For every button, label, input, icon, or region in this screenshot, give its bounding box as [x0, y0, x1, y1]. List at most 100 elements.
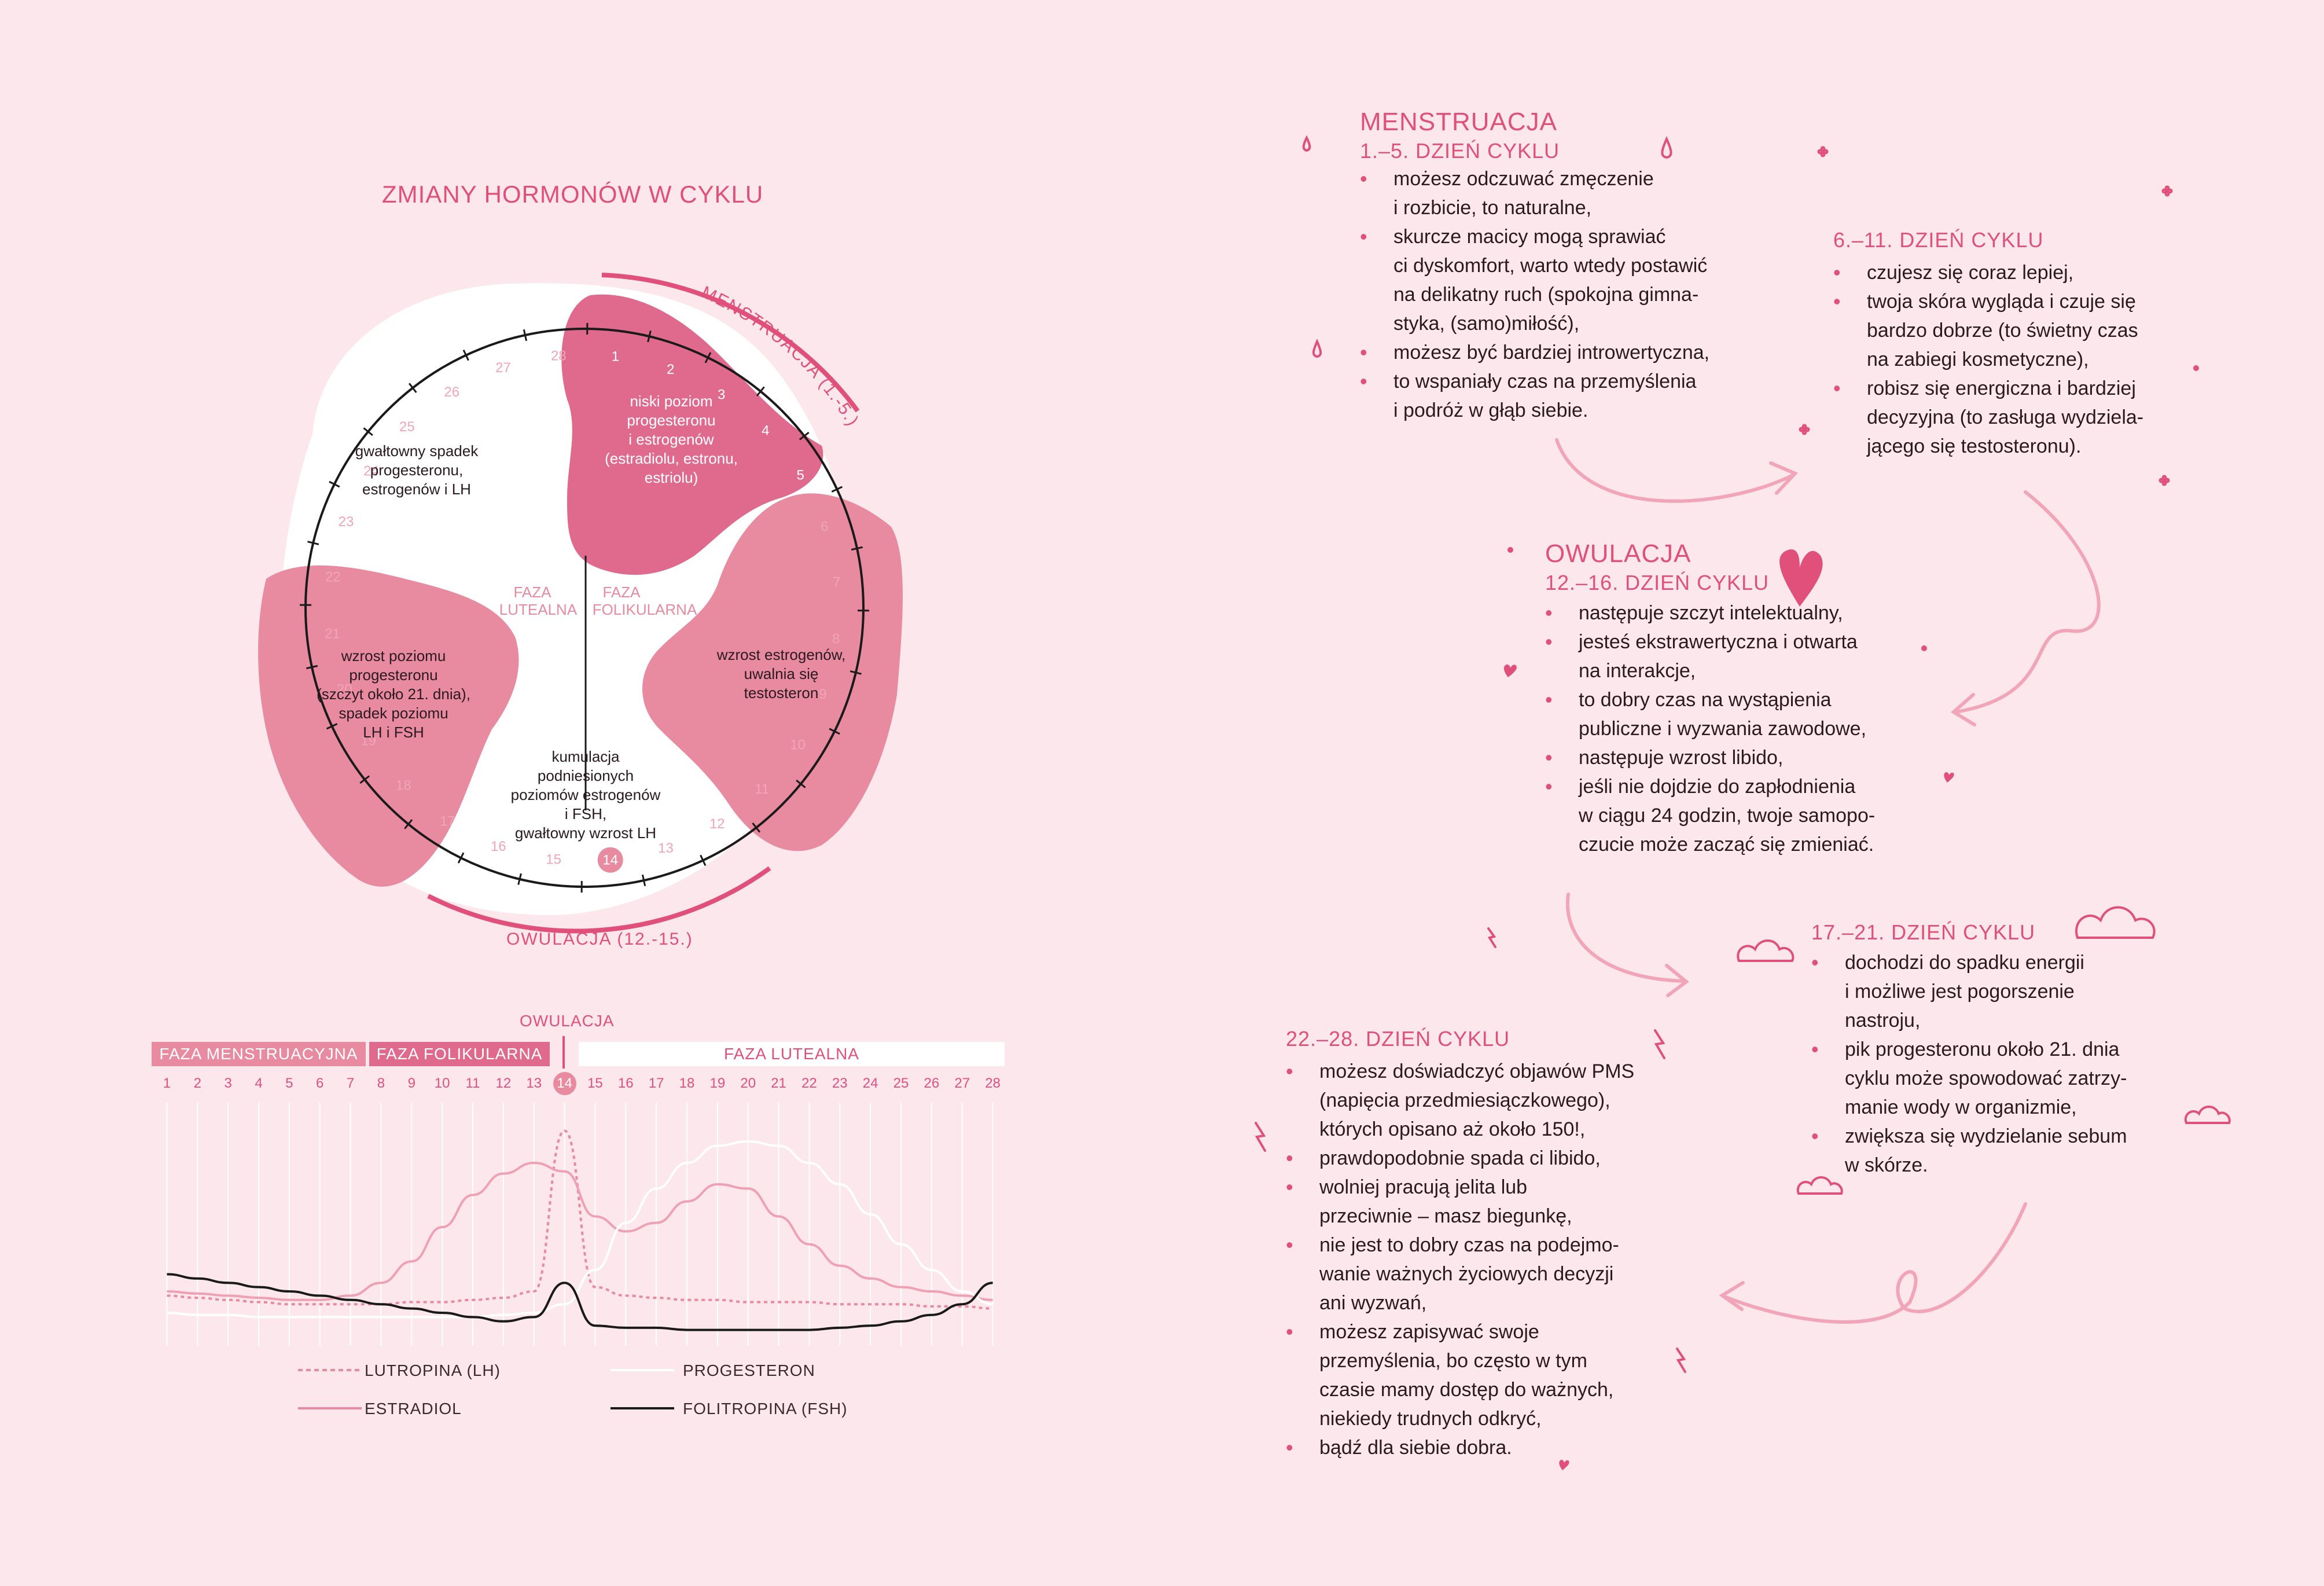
quad-text-line: wzrost estrogenów, [716, 646, 846, 663]
list-item: możesz doświadczyć objawów PMS(napięcia … [1286, 1057, 1691, 1144]
ring-tick [523, 329, 528, 342]
cloud-doodle-2 [1737, 939, 1795, 962]
phase-follicular-label: FAZA FOLIKULARNA [376, 1045, 543, 1063]
wheel-day-label: 22 [325, 570, 341, 585]
legend-estradiol-swatch [298, 1407, 362, 1409]
ring-tick [831, 486, 843, 493]
ring-tick [359, 775, 370, 784]
list-item-line: decyzyjna (to zasługa wydziela- [1867, 406, 2144, 428]
list-item: następuje wzrost libido, [1545, 743, 1950, 772]
quad-text-line: estrogenów i LH [362, 480, 471, 498]
ring-tick [404, 819, 413, 829]
dot-doodle-3 [2193, 365, 2199, 371]
hormone-wheel: 1234567891011121314151617181920212223242… [258, 273, 903, 934]
ring-tick [647, 331, 652, 343]
hormone-line-chart [166, 1103, 994, 1346]
list-item-line: bądź dla siebie dobra. [1319, 1437, 1512, 1459]
quad-text-line: gwałtowny wzrost LH [515, 824, 656, 842]
big-heart-icon [1779, 549, 1823, 607]
list-item: czujesz się coraz lepiej, [1833, 258, 2192, 287]
list-item-line: prawdopodobnie spada ci libido, [1319, 1147, 1601, 1169]
arrow-1-head [1769, 461, 1799, 495]
drop-doodle-3 [1312, 338, 1322, 358]
wheel-day-label: 21 [325, 626, 340, 642]
timeline-day-label: 12 [495, 1075, 512, 1091]
cloud-doodle-3 [2184, 1106, 2231, 1124]
quad-text-line: testosteron [744, 684, 819, 702]
days-6-11-subtitle: 6.–11. DZIEŃ CYKLU [1833, 228, 2044, 252]
list-item-line: wanie ważnych życiowych decyzji [1319, 1263, 1614, 1285]
wheel-day-label: 9 [819, 686, 826, 702]
luteal-label-1: FAZA [513, 583, 551, 601]
phase-luteal-label: FAZA LUTEALNA [724, 1045, 859, 1063]
wheel-day-label: 15 [546, 852, 561, 868]
ring-tick [799, 431, 810, 440]
list-item-line: jącego się testosteronu). [1867, 435, 2082, 457]
dot-doodle-1 [1507, 547, 1513, 553]
list-item: następuje szczyt intelektualny, [1545, 599, 1950, 627]
ring-tick [641, 874, 646, 887]
follicular-label-1: FAZA [602, 583, 641, 601]
wheel-day-labels: 1234567891011121314151617181920212223242… [325, 348, 840, 873]
ovulation-title: OWULACJA [1545, 539, 1691, 568]
timeline-day-label: 17 [648, 1075, 664, 1091]
timeline-day-label: 10 [434, 1075, 450, 1091]
wheel-day-label: 20 [337, 682, 352, 697]
timeline-day-label: 11 [465, 1075, 480, 1091]
phase-bar-follicular: FAZA FOLIKULARNA [369, 1042, 550, 1066]
timeline-day-label: 18 [679, 1075, 695, 1091]
timeline-day-label: 1 [163, 1075, 171, 1091]
quadrant-menstrual [561, 294, 823, 575]
section-menstruation: MENSTRUACJA 1.–5. DZIEŃ CYKLU możesz odc… [1360, 108, 1765, 425]
wheel-day-label: 18 [396, 778, 411, 794]
wheel-day-label: 6 [821, 519, 828, 535]
flower-doodle-1 [1817, 146, 1829, 157]
ovulation-wheel-label: OWULACJA (12.-15.) [506, 930, 693, 949]
quad-text-line: estriolu) [645, 469, 698, 486]
wheel-day-label: 23 [339, 514, 354, 530]
wheel-day-label: 11 [755, 781, 769, 797]
phase-bar-menstrual: FAZA MENSTRUACYJNA [152, 1042, 366, 1066]
list-item-line: możesz być bardziej introwertyczna, [1393, 342, 1710, 364]
list-item-line: jesteś ekstrawertyczna i otwarta [1579, 631, 1858, 653]
arrow-2-head [1950, 693, 1976, 726]
wheel-day-label: 12 [709, 816, 725, 832]
list-item-line: to wspaniały czas na przemyślenia [1393, 370, 1697, 392]
ring-tick [851, 546, 863, 551]
wheel-day-label: 26 [444, 384, 459, 400]
ring-tick [462, 349, 469, 361]
drop-doodle-1 [1302, 135, 1311, 152]
quad-text-line: niski poziom [630, 392, 712, 410]
quad-text-line: gwałtowny spadek [355, 442, 479, 460]
list-item-line: ani wyzwań, [1319, 1292, 1427, 1314]
quad-text-line: i FSH, [565, 805, 606, 823]
diagram-title: ZMIANY HORMONÓW W CYKLU [382, 181, 764, 208]
wheel-day-label: 14 [602, 853, 618, 868]
timeline-day-label: 25 [893, 1075, 909, 1091]
flower-doodle-4 [2158, 475, 2170, 486]
quad-text-line: progesteronu [627, 412, 715, 429]
list-item-line: przeciwnie – masz biegunkę, [1319, 1205, 1572, 1227]
wheel-day-label: 8 [832, 631, 840, 647]
list-item-line: możesz doświadczyć objawów PMS [1319, 1060, 1635, 1082]
luteal-label-2: LUTEALNA [499, 601, 578, 618]
legend-lh-swatch [298, 1369, 362, 1371]
small-heart-icon-3 [1559, 1460, 1569, 1470]
timeline-day-label: 13 [526, 1075, 542, 1091]
timeline-day-label: 28 [985, 1075, 1001, 1091]
list-item-line: czujesz się coraz lepiej, [1867, 262, 2074, 284]
list-item-line: skurcze macicy mogą sprawiać [1393, 226, 1666, 248]
wheel-day-label: 7 [833, 574, 840, 590]
ring-tick [363, 427, 373, 436]
series-line-3 [167, 1273, 993, 1331]
timeline-day-label: 24 [862, 1075, 878, 1091]
